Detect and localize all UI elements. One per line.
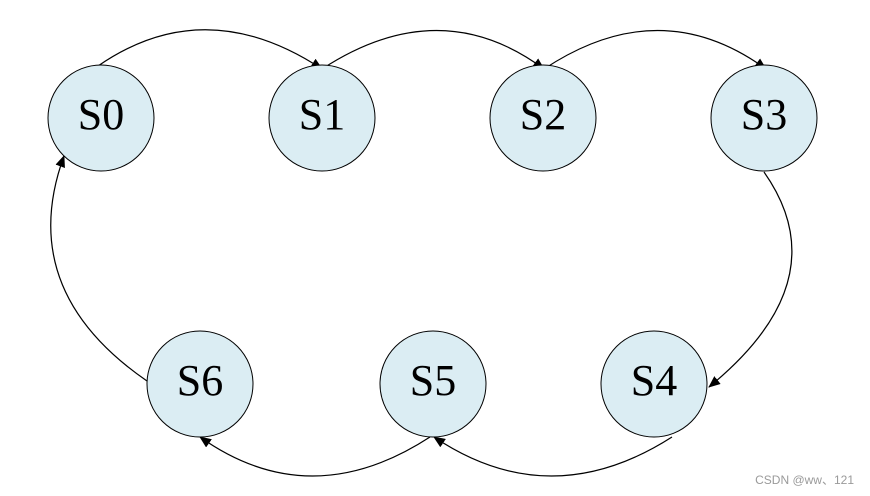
state-node-s6: S6: [146, 330, 254, 438]
edge-s1-s2: [321, 29, 545, 70]
edge-s6-s0: [50, 155, 148, 382]
state-label-s4: S4: [631, 356, 677, 405]
state-node-s0: S0: [47, 64, 155, 172]
state-node-s3: S3: [710, 64, 818, 172]
edge-s3-s4: [708, 171, 793, 388]
watermark-text: CSDN @ww、121: [755, 473, 854, 487]
state-label-s2: S2: [520, 90, 566, 139]
edge-s5-s6: [199, 436, 431, 477]
state-node-s4: S4: [600, 330, 708, 438]
state-label-s0: S0: [78, 90, 124, 139]
edge-s2-s3: [543, 29, 767, 70]
state-node-s1: S1: [268, 64, 376, 172]
state-label-s6: S6: [177, 356, 223, 405]
state-node-s2: S2: [489, 64, 597, 172]
state-node-s5: S5: [379, 330, 487, 438]
edge-s4-s5: [433, 436, 673, 477]
state-label-s1: S1: [299, 90, 345, 139]
state-label-s5: S5: [410, 356, 456, 405]
edge-s0-s1: [97, 29, 323, 70]
state-label-s3: S3: [741, 90, 787, 139]
